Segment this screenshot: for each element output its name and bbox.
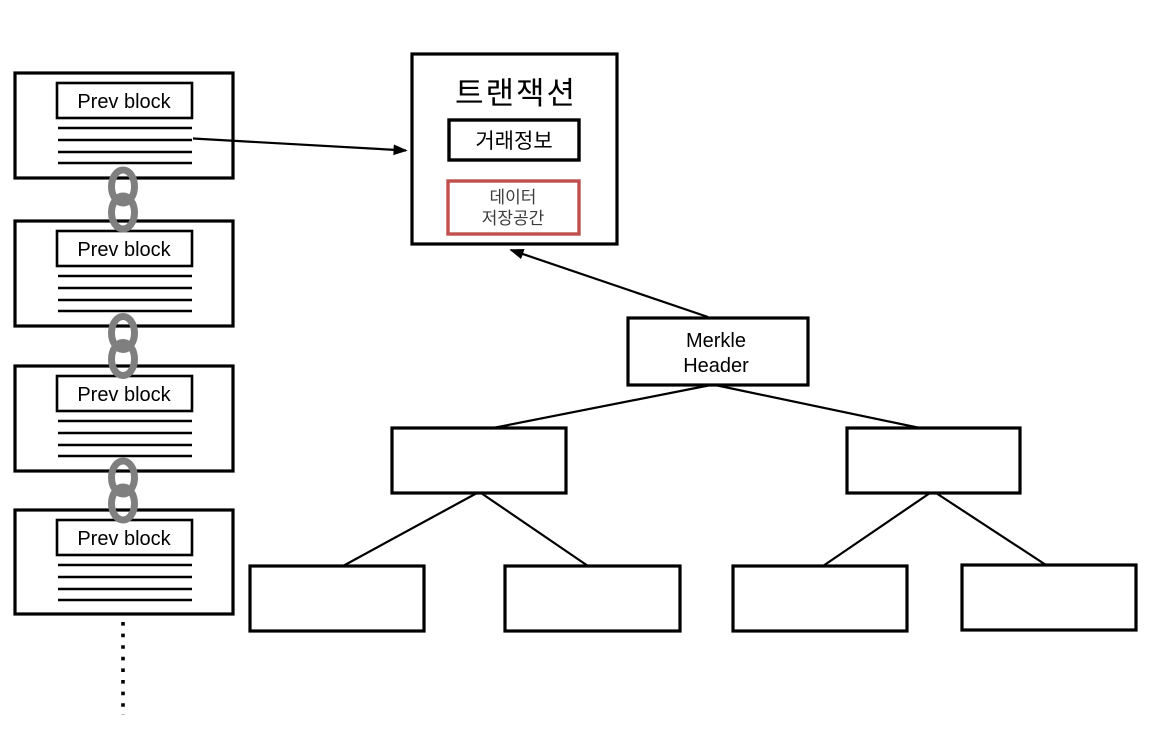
edge-left-node-to-leaf-1 [342, 492, 478, 567]
edge-right-node-to-leaf-4 [935, 492, 1047, 566]
chain-link-1 [108, 166, 138, 233]
chain-ring-icon [108, 166, 138, 207]
merkle-leaf-node-4 [960, 563, 1138, 632]
data-storage-label-line1: 데이터 [490, 188, 537, 207]
merkle-branch-node-left [390, 426, 568, 495]
trade-info-box [447, 118, 581, 162]
merkle-header-label-line1: Merkle [686, 330, 746, 352]
data-storage-label-line2: 저장공간 [482, 209, 545, 228]
transaction-box: 트랜잭션 거래정보 데이터 저장공간 [410, 52, 619, 246]
chain-ring-icon [108, 483, 138, 524]
merkle-leaf-node-1 [248, 564, 426, 633]
chain-ring-icon [108, 339, 138, 379]
block-2: Prev block [13, 219, 235, 328]
block-1: Prev block [13, 71, 235, 180]
edge-header-to-right-node [714, 383, 921, 430]
edge-right-node-to-leaf-3 [822, 492, 931, 567]
transaction-title: 트랜잭션 [455, 76, 577, 111]
merkle-header-box [626, 316, 810, 387]
merkle-header-label-line2: Header [683, 355, 749, 377]
arrow-merkle-to-transaction [509, 248, 709, 319]
merkle-header-node: Merkle Header [626, 316, 810, 387]
merkle-leaf-node-3 [731, 564, 909, 633]
merkle-tree-edges [342, 383, 1047, 567]
chain-link-3 [108, 457, 138, 524]
prev-block-box [55, 81, 194, 120]
arrow-block-to-transaction [192, 137, 408, 156]
prev-block-box [55, 229, 194, 268]
merkle-leaf-node-2 [503, 564, 682, 633]
chain-ring-icon [108, 313, 138, 353]
prev-block-box [55, 374, 194, 413]
prev-block-label: Prev block [77, 91, 171, 113]
prev-block-label: Prev block [77, 384, 171, 406]
chain-link-2 [108, 313, 138, 379]
data-storage-box [446, 179, 581, 236]
trade-info-label: 거래정보 [475, 130, 552, 153]
chain-ring-icon [108, 192, 138, 233]
chain-ring-icon [108, 457, 138, 498]
edge-header-to-left-node [492, 383, 712, 430]
block-3: Prev block [13, 364, 235, 473]
edge-left-node-to-leaf-2 [480, 492, 589, 567]
block-4: Prev block [13, 508, 235, 616]
merkle-branch-node-right [845, 426, 1022, 495]
block-outline [13, 219, 235, 328]
prev-block-label: Prev block [77, 239, 171, 261]
prev-block-label: Prev block [77, 528, 171, 550]
